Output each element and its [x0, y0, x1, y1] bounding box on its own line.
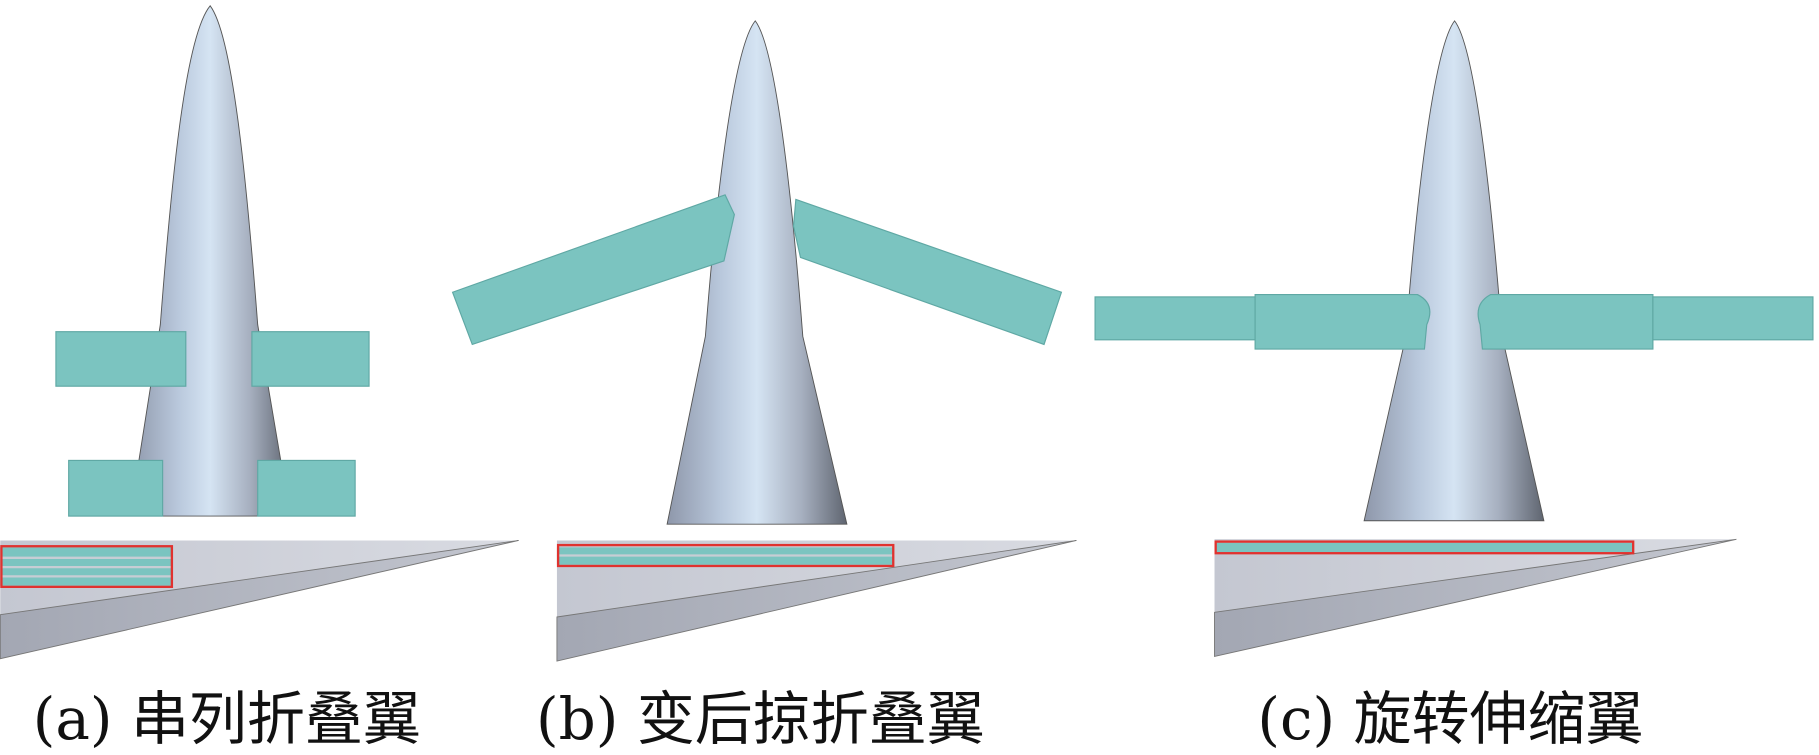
rear-wing-right — [257, 459, 356, 517]
panel-a: (a) 串列折叠翼 — [0, 5, 519, 753]
highlight-box — [556, 543, 895, 568]
front-wing-left — [55, 331, 187, 387]
outer-wing-right — [1652, 296, 1814, 341]
caption-c: (c) 旋转伸缩翼 — [1257, 685, 1643, 753]
caption-a: (a) 串列折叠翼 — [33, 685, 421, 753]
missile-body — [129, 5, 291, 517]
missile-body — [666, 20, 848, 525]
inner-wing-right — [1477, 293, 1654, 350]
front-wing-right — [251, 331, 370, 387]
folded-wing-section — [556, 539, 1077, 662]
inner-wing-left — [1254, 293, 1431, 350]
folded-wing-section — [0, 539, 519, 660]
swept-wing-right — [792, 198, 1063, 346]
panel-c: (c) 旋转伸缩翼 — [1094, 20, 1814, 753]
missile-body — [1363, 20, 1545, 522]
highlight-box — [0, 545, 174, 588]
outer-wing-left — [1094, 296, 1256, 341]
folded-wing-section — [1214, 538, 1737, 658]
swept-wing-left — [451, 194, 735, 346]
caption-b: (b) 变后掠折叠翼 — [536, 685, 985, 753]
highlight-box — [1214, 540, 1635, 555]
panel-b: (b) 变后掠折叠翼 — [451, 20, 1077, 753]
rear-wing-left — [68, 459, 164, 517]
